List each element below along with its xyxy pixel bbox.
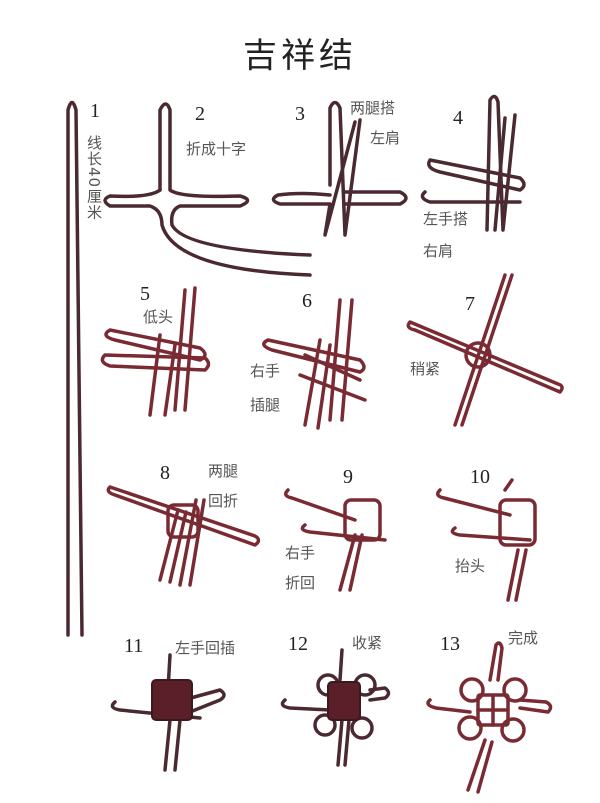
step-13-number: 13 (440, 633, 460, 655)
step-10-label: 抬头 (455, 557, 486, 575)
step-6-number: 6 (302, 290, 312, 312)
step-13-knot (426, 641, 553, 794)
step-12-knot (280, 648, 391, 767)
step-12-label: 收紧 (352, 634, 383, 652)
step-11-knot (110, 653, 226, 772)
step-4-cross (420, 94, 526, 232)
step-9-label-line2: 折回 (285, 574, 316, 592)
step-11-number: 11 (124, 635, 144, 657)
step-2-number: 2 (195, 103, 205, 125)
step-9-knot (284, 488, 387, 592)
step-3-cross (271, 100, 408, 237)
step-12-number: 12 (288, 633, 308, 655)
step-8-label-line2: 回折 (208, 492, 239, 510)
step-3-label-line1: 两腿搭 (350, 99, 396, 117)
step-7-knot (406, 273, 564, 427)
step-3-label-line2: 左肩 (370, 129, 401, 147)
step-6-label-line2: 插腿 (250, 396, 281, 414)
step-5-number: 5 (140, 283, 150, 305)
step-4-label-line2: 右肩 (423, 242, 454, 260)
step-3-number: 3 (295, 103, 305, 125)
step-7-label: 稍紧 (410, 360, 441, 378)
step-6-label-line1: 右手 (250, 362, 281, 380)
step-8-number: 8 (160, 462, 170, 484)
step-8-knot (106, 485, 261, 587)
step-10-knot (436, 478, 537, 602)
step-1-cord (66, 100, 84, 637)
step-9-label-line1: 右手 (285, 544, 316, 562)
step-2-cross (103, 102, 312, 277)
step-9-number: 9 (343, 466, 353, 488)
step-1-number: 1 (90, 100, 100, 122)
step-7-number: 7 (465, 293, 475, 315)
step-5-knot (100, 286, 211, 417)
step-2-label: 折成十字 (186, 140, 247, 158)
step-6-knot (262, 298, 367, 430)
diagram-title: 吉祥结 (243, 36, 357, 76)
step-5-label: 低头 (143, 308, 174, 326)
step-4-number: 4 (453, 107, 463, 129)
step-13-label: 完成 (508, 629, 539, 647)
step-8-label-line1: 两腿 (208, 462, 239, 480)
step-4-label-line1: 左手搭 (423, 210, 469, 228)
step-11-label: 左手回插 (175, 639, 236, 657)
step-10-number: 10 (470, 466, 490, 488)
step-1-label: 线长40厘米 (85, 135, 103, 221)
